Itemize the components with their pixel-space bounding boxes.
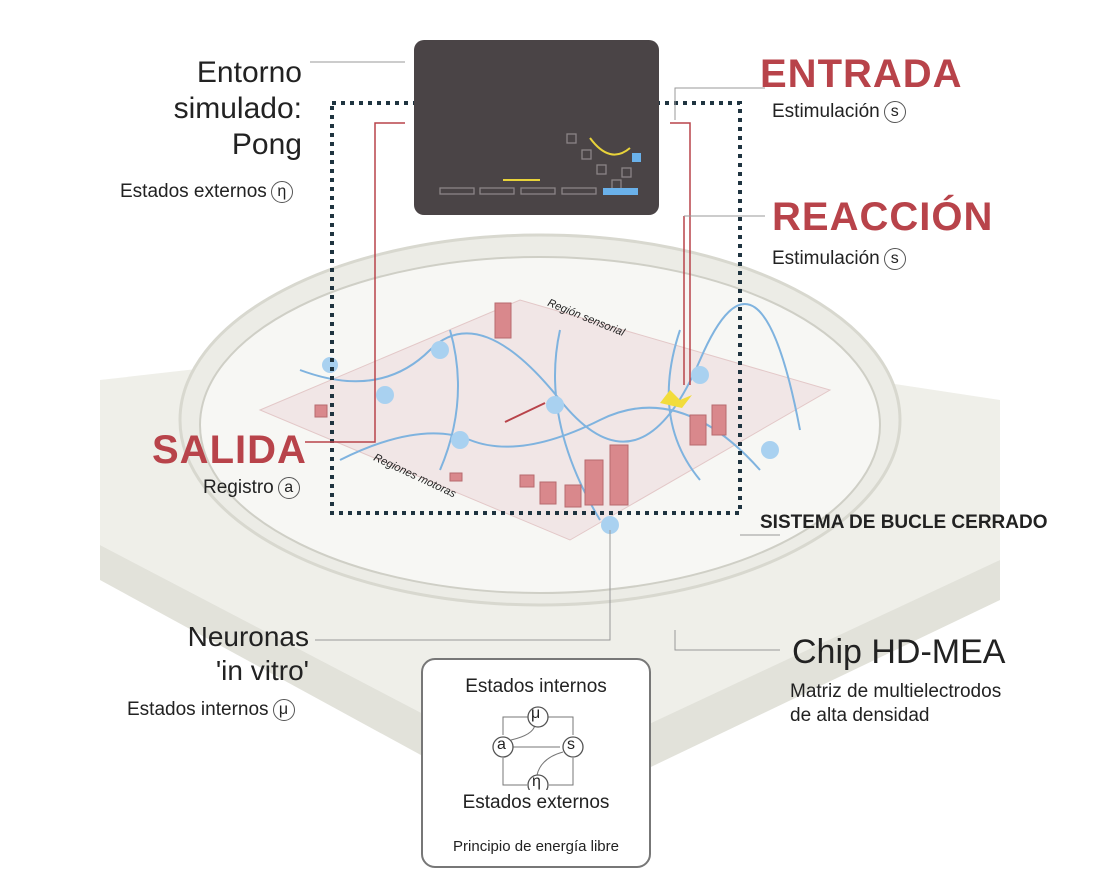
inset-principle-label: Principio de energía libre [453,838,619,855]
chip-description-line: Matriz de multielectrodos [790,681,1002,702]
a-node: a [497,736,506,753]
chip-title: Chip HD-MEA [792,633,1006,671]
environment-title-line: Pong [231,128,302,161]
environment-title-line: Entorno [196,56,302,89]
environment-title: Entorno simulado: Pong [174,55,302,163]
reaction-title: REACCIÓN [772,195,994,239]
environment-title-line: simulado: [173,92,302,125]
chip-description: Matriz de multielectrodos de alta densid… [790,680,1001,728]
s-node: s [567,736,575,753]
neurons-title: Neuronas 'in vitro' [188,620,309,688]
inset-external-label: Estados externos [462,792,610,813]
a-symbol-icon: a [277,477,300,499]
eta-symbol-icon: η [270,181,293,203]
mu-symbol-icon: μ [272,699,295,721]
electrode-grid [258,299,832,541]
closed-loop-boundary [330,101,742,515]
state-cycle-diagram [492,706,584,790]
s-symbol-icon: s [883,248,906,270]
pong-screen [414,40,659,215]
neurons-title-line: Neuronas [187,621,309,652]
output-title: SALIDA [152,428,307,472]
free-energy-inset: Estados internos μ a s η Estados externo… [421,658,651,868]
input-title: ENTRADA [760,52,963,96]
closed-loop-label: SISTEMA DE BUCLE CERRADO [760,512,1048,533]
mu-node: μ [531,705,541,722]
s-symbol-icon: s [883,101,906,123]
eta-node: η [532,773,541,790]
neurons-title-line: 'in vitro' [215,655,309,686]
inset-internal-label: Estados internos [465,676,607,697]
chip-description-line: de alta densidad [790,705,930,726]
